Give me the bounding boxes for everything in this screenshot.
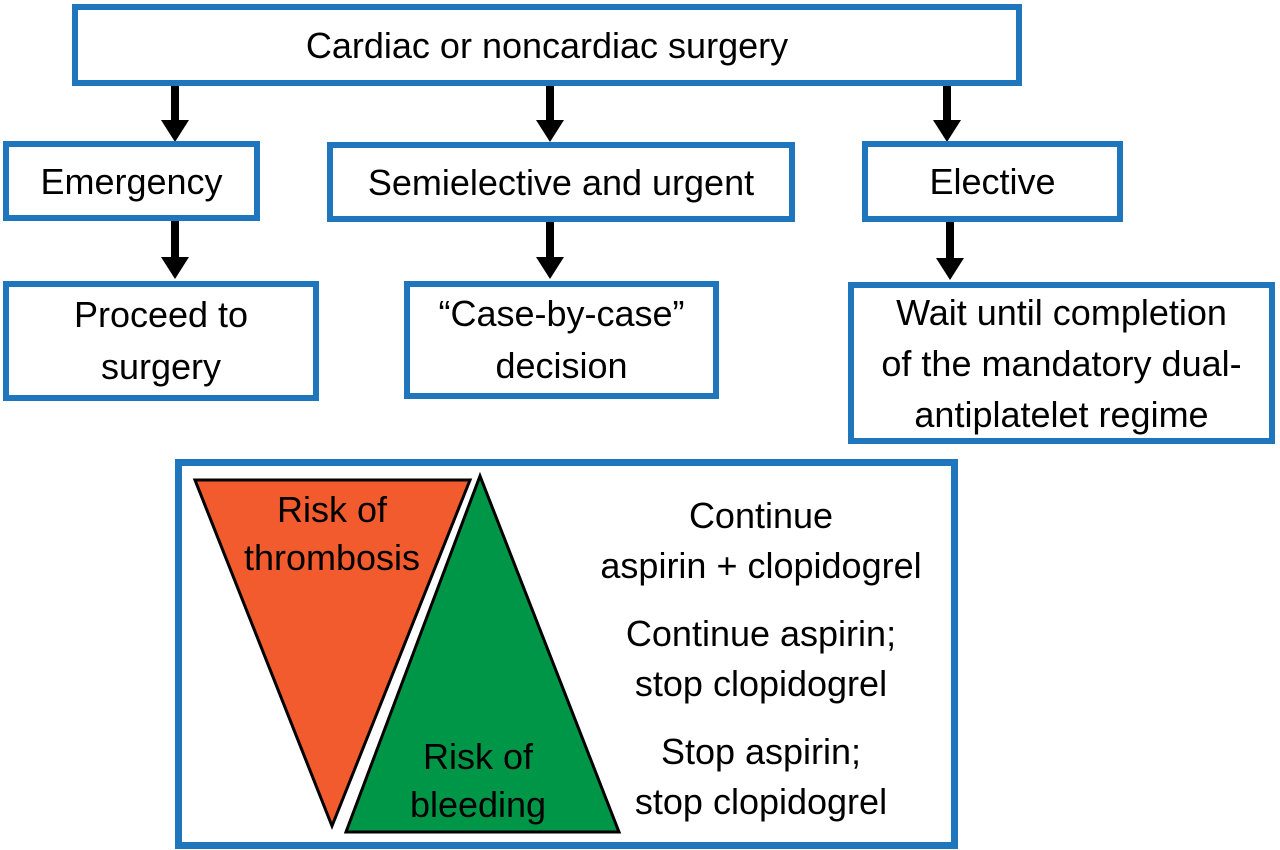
recommendation-stop-both: Stop aspirin; stop clopidogrel [568,727,954,827]
arrow-emergency-to-proceed [161,221,189,279]
arrow-stem [171,221,179,257]
node-case-by-case-decision: “Case-by-case” decision [404,281,719,399]
arrow-down-icon [161,120,189,142]
node-surgery-type: Cardiac or noncardiac surgery [72,4,1022,86]
outcome-line: Wait until completion [896,291,1227,333]
outcome-line: of the mandatory dual- [881,342,1242,384]
recommendation-line: stop clopidogrel [634,781,888,822]
node-semielective-urgent: Semielective and urgent [327,142,795,222]
thrombosis-risk-label-line: thrombosis [243,537,421,578]
bleeding-risk-label-line: bleeding [409,784,547,825]
node-elective-label: Elective [929,161,1056,202]
recommendation-line: Continue [688,495,834,536]
arrow-stem [946,222,954,258]
risk-balance-panel [175,459,958,849]
node-surgery-type-label: Cardiac or noncardiac surgery [305,24,789,66]
node-elective: Elective [862,141,1123,222]
bleeding-risk-label-line: Risk of [422,736,534,777]
risk-triangles-graphic [192,471,622,834]
node-semielective-urgent-label: Semielective and urgent [367,161,755,203]
arrow-elective-to-wait [936,222,964,280]
bleeding-triangle-icon [343,471,622,834]
arrow-down-icon [536,120,564,142]
arrow-root-to-emergency [161,86,189,142]
thrombosis-risk-label: Risk of thrombosis [192,486,472,582]
node-emergency-label: Emergency [40,160,223,202]
arrow-root-to-semielective [536,86,564,142]
arrow-stem [546,86,554,120]
arrow-stem [546,222,554,257]
thrombosis-triangle-icon [192,478,473,831]
node-emergency: Emergency [3,141,260,221]
arrow-down-icon [933,120,961,142]
outcome-line: “Case-by-case” [438,293,685,334]
outcome-line: antiplatelet regime [914,393,1209,435]
outcome-line: Proceed to [73,294,249,335]
node-proceed-to-surgery: Proceed to surgery [3,281,319,401]
arrow-stem [171,86,179,120]
bleeding-risk-label: Risk of bleeding [348,733,608,829]
outcome-line: surgery [100,346,222,387]
recommendation-continue-aspirin: Continue aspirin; stop clopidogrel [568,609,954,709]
arrow-root-to-elective [933,86,961,142]
node-wait-dual-antiplatelet: Wait until completion of the mandatory d… [848,282,1275,444]
arrow-semielective-to-case [536,222,564,279]
arrow-down-icon [161,257,189,279]
recommendation-list: Continue aspirin + clopidogrel Continue … [568,491,954,827]
arrow-stem [943,86,951,120]
thrombosis-risk-label-line: Risk of [276,489,388,530]
recommendation-line: Continue aspirin; [625,613,897,654]
recommendation-line: stop clopidogrel [634,663,888,704]
recommendation-line: Stop aspirin; [660,731,862,772]
arrow-down-icon [536,257,564,279]
recommendation-line: aspirin + clopidogrel [600,545,922,586]
outcome-line: decision [495,345,628,386]
recommendation-continue-dual: Continue aspirin + clopidogrel [568,491,954,591]
arrow-down-icon [936,258,964,280]
